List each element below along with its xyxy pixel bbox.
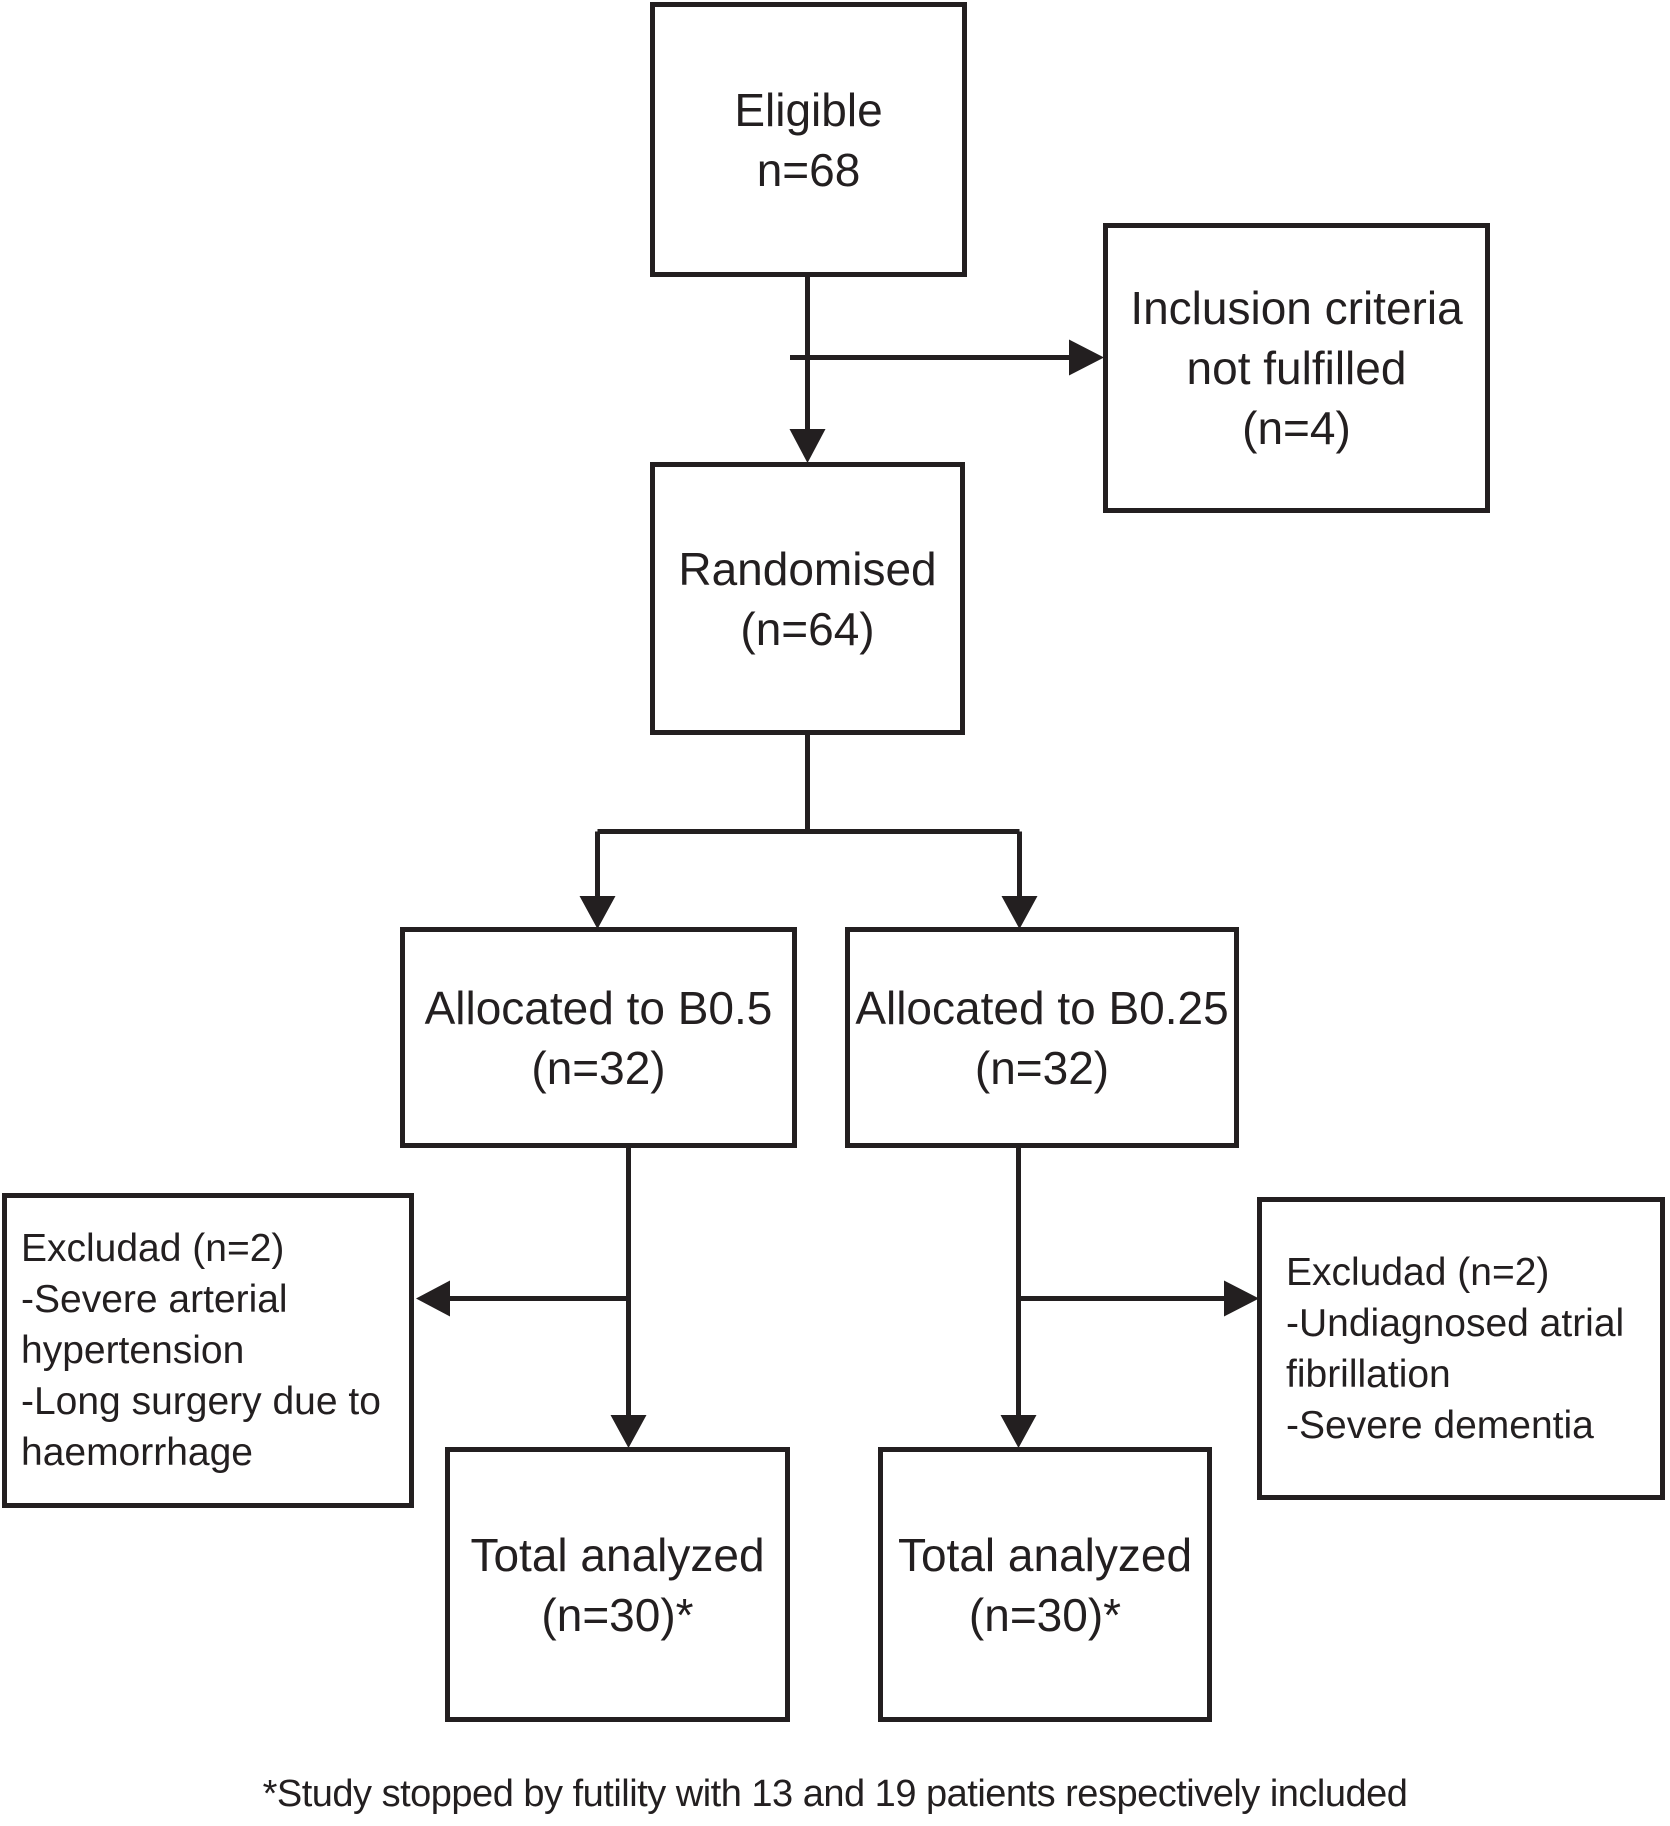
total-b025-count: (n=30)*: [968, 1588, 1122, 1641]
total-analyzed-b025-box: Total analyzed (n=30)*: [878, 1447, 1212, 1722]
randomised-label: Randomised: [678, 542, 937, 595]
total-b05-count: (n=30)*: [541, 1588, 694, 1641]
allocated-b025-label: Allocated to B0.25: [855, 981, 1229, 1034]
arrowhead-allocated-b05: [579, 896, 616, 929]
excluded-b025-reason-1a: -Undiagnosed atrial: [1286, 1301, 1625, 1345]
arrowhead-total-b025: [1000, 1415, 1037, 1448]
total-b025-label: Total analyzed: [897, 1528, 1193, 1581]
inclusion-count: (n=4): [1242, 402, 1351, 454]
arrowhead-total-b05: [610, 1415, 647, 1448]
excluded-b05-reason-1b: hypertension: [21, 1329, 245, 1372]
inclusion-line-2: not fulfilled: [1186, 342, 1407, 394]
inclusion-criteria-box: Inclusion criteria not fulfilled (n=4): [1103, 223, 1490, 513]
excluded-b05-reason-1a: -Severe arterial: [21, 1278, 288, 1321]
eligible-box: Eligible n=68: [650, 2, 967, 277]
excluded-b025-box: Excludad (n=2) -Undiagnosed atrial fibri…: [1257, 1197, 1665, 1500]
eligible-label: Eligible: [734, 83, 883, 136]
arrowhead-inclusion-criteria: [1069, 339, 1104, 376]
allocated-b05-box: Allocated to B0.5 (n=32): [400, 927, 797, 1148]
excluded-b05-title: Excludad (n=2): [21, 1227, 285, 1270]
arrowhead-randomised: [789, 429, 826, 463]
allocated-b025-box: Allocated to B0.25 (n=32): [845, 927, 1239, 1148]
allocated-b05-count: (n=32): [531, 1041, 666, 1094]
randomised-box: Randomised (n=64): [650, 462, 965, 735]
total-analyzed-b05-box: Total analyzed (n=30)*: [445, 1447, 790, 1722]
eligible-count: n=68: [756, 143, 861, 196]
excluded-b05-box: Excludad (n=2) -Severe arterial hyperten…: [2, 1193, 414, 1508]
excluded-b025-title: Excludad (n=2): [1286, 1250, 1550, 1294]
excluded-b025-reason-1b: fibrillation: [1286, 1352, 1451, 1396]
inclusion-line-1: Inclusion criteria: [1130, 282, 1463, 334]
total-b05-label: Total analyzed: [470, 1528, 765, 1581]
split-line-randomised-to-allocations: [595, 735, 1022, 898]
arrowhead-excluded-left: [416, 1280, 450, 1317]
arrowhead-allocated-b025: [1001, 896, 1038, 929]
excluded-b05-reason-2a: -Long surgery due to: [21, 1380, 381, 1423]
excluded-b05-reason-2b: haemorrhage: [21, 1431, 253, 1474]
arrowhead-excluded-right: [1224, 1280, 1259, 1317]
allocated-b025-count: (n=32): [974, 1041, 1110, 1094]
randomised-count: (n=64): [740, 602, 875, 655]
excluded-b025-reason-2: -Severe dementia: [1286, 1403, 1594, 1447]
allocated-b05-label: Allocated to B0.5: [424, 981, 773, 1034]
footnote: *Study stopped by futility with 13 and 1…: [262, 1773, 1408, 1815]
